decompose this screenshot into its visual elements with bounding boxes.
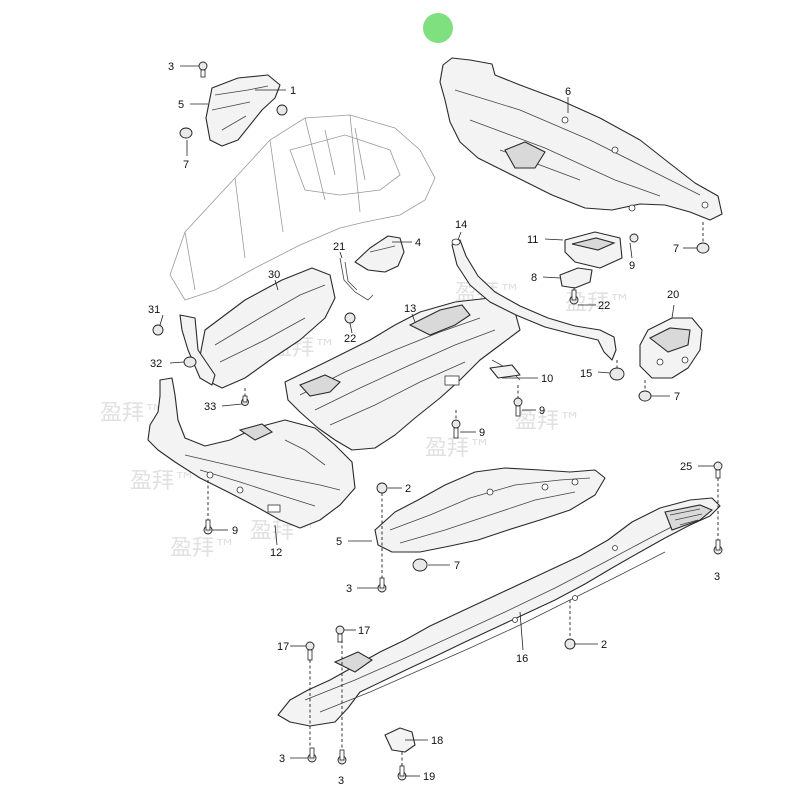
nut-31 — [152, 324, 164, 336]
callout-12: 12 — [270, 547, 282, 559]
callout-19: 19 — [423, 771, 435, 783]
screw-33 — [241, 395, 249, 406]
nut-7-top — [179, 127, 193, 139]
part-4-bracket — [354, 235, 405, 273]
callout-9: 9 — [629, 260, 635, 272]
watermark: 盈拜™ — [130, 469, 196, 494]
screw-9-center — [451, 419, 461, 439]
callout-10: 10 — [541, 373, 553, 385]
part-6-rear-heat-shield — [439, 57, 723, 221]
callout-31: 31 — [148, 304, 160, 316]
callout-7: 7 — [183, 159, 189, 171]
screw-3-bottom — [337, 749, 347, 765]
screw-3-top — [198, 61, 208, 78]
screw-17-right — [335, 625, 345, 643]
watermark: 盈拜™ — [425, 436, 491, 461]
nut-7-lower — [412, 558, 428, 572]
callout-6: 6 — [565, 86, 571, 98]
screw-3-bottom-left — [307, 747, 317, 763]
callout-1: 1 — [290, 85, 296, 97]
watermark: 盈拜™ — [170, 536, 236, 561]
callout-17: 17 — [277, 641, 289, 653]
callout-9: 9 — [539, 405, 545, 417]
callout-17: 17 — [358, 625, 370, 637]
callout-5: 5 — [336, 536, 342, 548]
part-18-clip-bracket — [384, 727, 416, 753]
callout-7: 7 — [673, 243, 679, 255]
part-1-heat-shield — [205, 74, 281, 147]
callout-4: 4 — [415, 237, 421, 249]
part-16-side-underbody-panel — [277, 497, 721, 727]
part-21-clip — [339, 257, 374, 301]
part-12-front-underbody-panel — [147, 377, 356, 529]
callout-25: 25 — [680, 461, 692, 473]
callout-labels: 3 1 5 7 6 4 21 30 31 32 33 22 13 14 11 9… — [148, 61, 720, 787]
nut-15 — [609, 367, 625, 381]
callout-3: 3 — [168, 61, 174, 73]
callout-3: 3 — [346, 583, 352, 595]
screw-19 — [397, 765, 407, 781]
part-31-bracket — [179, 314, 216, 386]
callout-22: 22 — [344, 333, 356, 345]
callout-5: 5 — [178, 99, 184, 111]
callout-22: 22 — [598, 300, 610, 312]
screw-3-lower — [377, 577, 387, 593]
callout-2: 2 — [405, 483, 411, 495]
leader-lines — [159, 65, 719, 777]
callout-3: 3 — [714, 571, 720, 583]
screw-25 — [713, 461, 723, 479]
screw-17-left — [305, 641, 315, 661]
nut-11 — [629, 233, 639, 243]
nut-32 — [183, 356, 197, 368]
nut-22-left — [344, 312, 356, 324]
bracket-10 — [489, 364, 521, 379]
callout-21: 21 — [333, 241, 345, 253]
fasteners-layer — [152, 61, 723, 781]
part-14-cross-brace — [451, 238, 617, 361]
part-20-mount-bracket — [639, 317, 703, 379]
callout-11: 11 — [527, 234, 538, 246]
watermark: 盈拜™ — [515, 409, 581, 434]
status-indicator — [423, 13, 453, 43]
callout-15: 15 — [580, 368, 592, 380]
nut-top-right — [276, 104, 288, 116]
callout-14: 14 — [455, 219, 467, 231]
callout-32: 32 — [150, 358, 162, 370]
callout-16: 16 — [516, 653, 528, 665]
callout-18: 18 — [431, 735, 443, 747]
callout-2: 2 — [601, 639, 607, 651]
callout-13: 13 — [404, 303, 416, 315]
nut-2-upper — [376, 482, 388, 494]
nut-2-lower — [564, 638, 576, 650]
callout-30: 30 — [268, 269, 280, 281]
part-11-mount — [564, 231, 623, 269]
nut-7-right — [696, 242, 710, 254]
callout-3: 3 — [279, 753, 285, 765]
part-5-underbody-panel — [374, 467, 606, 553]
callout-8: 8 — [531, 272, 537, 284]
callout-33: 33 — [204, 401, 216, 413]
screw-3-right — [713, 539, 723, 555]
part-8-bracket — [559, 267, 593, 289]
callout-7: 7 — [674, 391, 680, 403]
body-floor-ghost — [169, 114, 436, 301]
callout-9: 9 — [479, 427, 485, 439]
nut-7-lower-right — [638, 390, 652, 402]
callout-20: 20 — [667, 289, 679, 301]
screw-9-left — [203, 519, 213, 535]
callout-9: 9 — [232, 525, 238, 537]
callout-3: 3 — [338, 775, 344, 787]
callout-7: 7 — [454, 560, 460, 572]
part-13-center-underbody-panel — [284, 297, 521, 451]
